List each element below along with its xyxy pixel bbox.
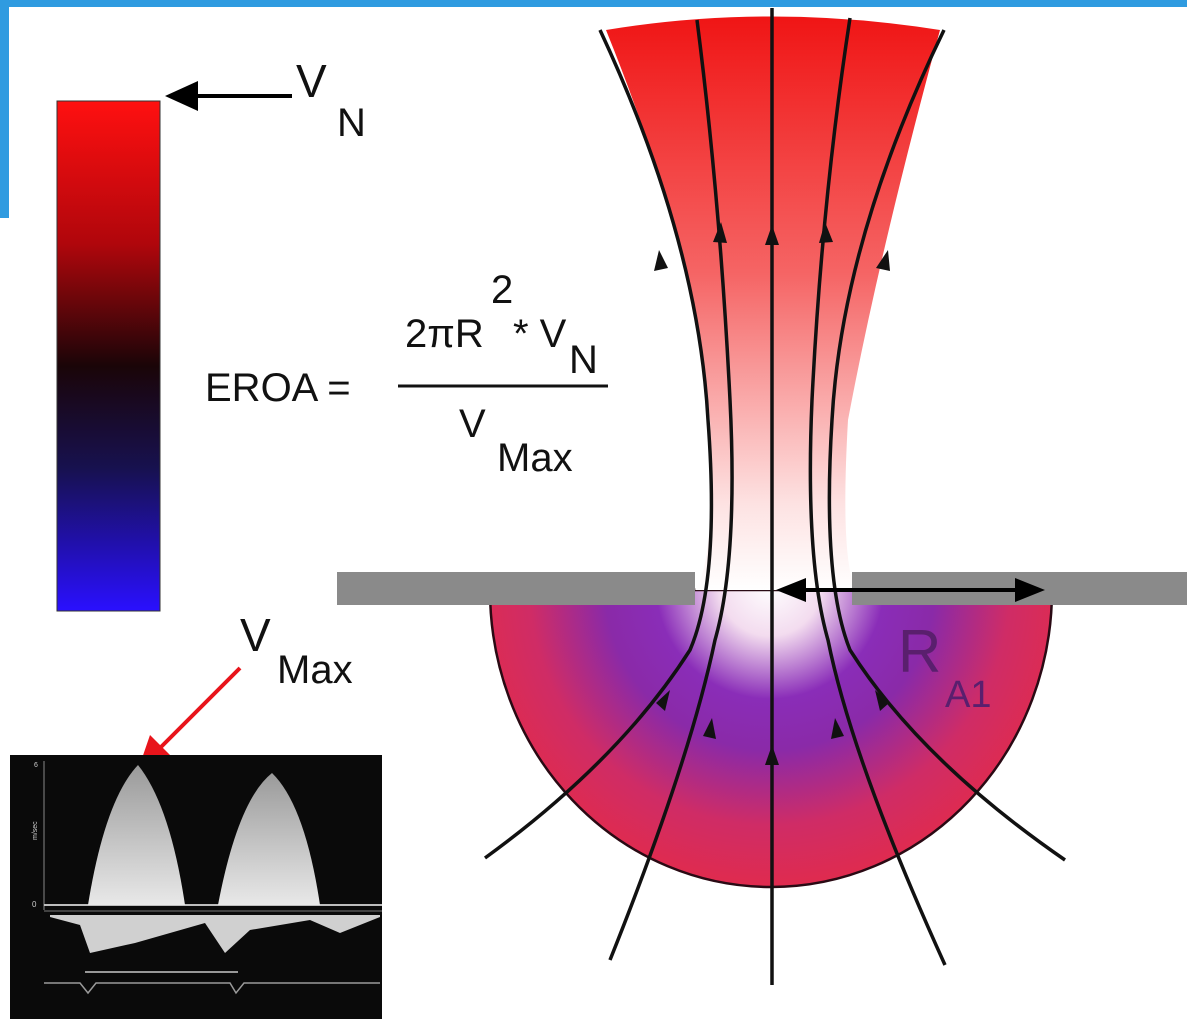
equation-numerator: 2πR bbox=[405, 312, 484, 356]
frame-top-border bbox=[0, 0, 1187, 7]
doppler-trace: 6 0 m/sec bbox=[10, 755, 382, 1019]
eroa-label: EROA = bbox=[205, 366, 351, 410]
flow-arrow-icon bbox=[654, 222, 890, 765]
equation-denominator: V bbox=[459, 402, 486, 446]
equation-numerator-subscript: N bbox=[569, 338, 598, 382]
arrow-left-icon bbox=[165, 81, 292, 111]
doppler-spectrum-image: 6 0 m/sec bbox=[10, 755, 382, 1019]
flow-streamlines bbox=[483, 8, 1066, 985]
vmax-label-subscript: Max bbox=[277, 648, 353, 692]
velocity-color-scale bbox=[56, 100, 161, 612]
doppler-axis-unit: m/sec bbox=[32, 821, 39, 840]
equation-operator: * V bbox=[513, 312, 567, 356]
doppler-tick-top: 6 bbox=[34, 762, 38, 769]
doppler-tick-zero: 0 bbox=[32, 900, 37, 909]
radius-label: R bbox=[898, 618, 942, 685]
double-arrow-icon bbox=[776, 578, 1045, 602]
vn-label-subscript: N bbox=[337, 101, 366, 145]
equation-denominator-subscript: Max bbox=[497, 436, 573, 480]
valve-plate-left bbox=[337, 572, 695, 605]
radius-label-subscript: A1 bbox=[945, 674, 992, 716]
vn-label: V bbox=[296, 55, 327, 107]
equation-exponent: 2 bbox=[491, 268, 514, 312]
frame-left-border bbox=[0, 0, 9, 218]
vmax-label: V bbox=[240, 609, 271, 661]
